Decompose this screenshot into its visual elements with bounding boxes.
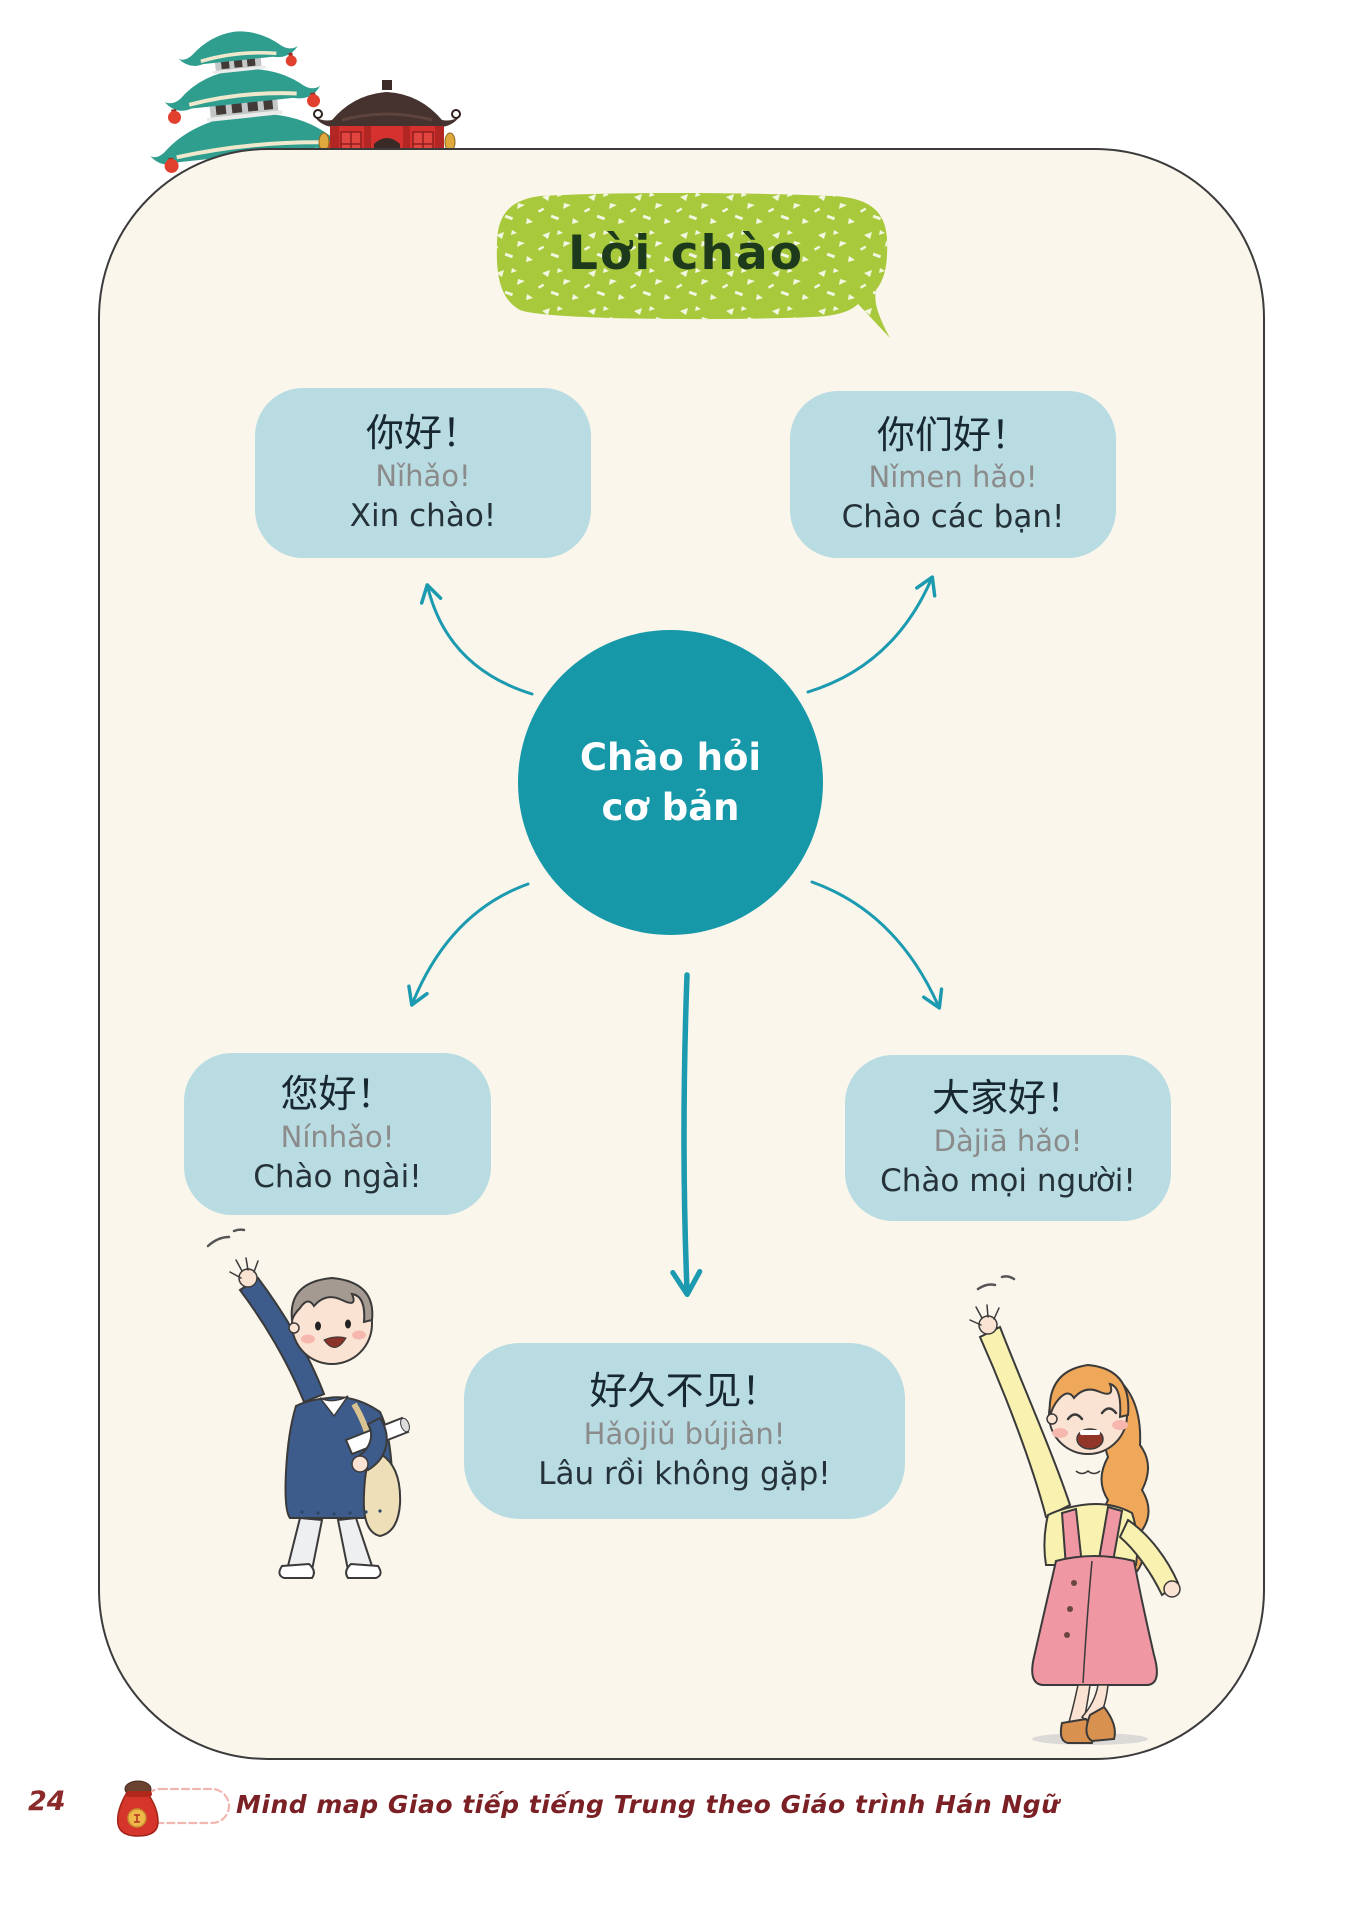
page-number: 24 (28, 1786, 66, 1817)
vietnamese-text: Xin chào! (349, 497, 497, 534)
vietnamese-text: Lâu rồi không gặp! (538, 1455, 831, 1492)
pinyin-text: Nǐhǎo! (375, 458, 471, 493)
footer-caption: Mind map Giao tiếp tiếng Trung theo Giáo… (236, 1790, 1060, 1819)
hanzi-text: 您好！ (280, 1072, 395, 1117)
vietnamese-text: Chào các bạn! (841, 499, 1065, 536)
hanzi-text: 你好！ (365, 411, 480, 456)
greeting-node-nimen-hao: 你们好！ Nǐmen hǎo! Chào các bạn! (790, 391, 1116, 558)
vietnamese-text: Chào ngài! (253, 1158, 422, 1195)
boy-raised-arm (229, 1257, 326, 1404)
page-footer: 24 Mind map Giao tiếp tiếng Trung theo G… (0, 1778, 1355, 1848)
central-topic-line1: Chào hỏi (579, 735, 762, 779)
pinyin-text: Nínhǎo! (280, 1119, 395, 1154)
title-bubble: Lời chào (490, 190, 900, 346)
vietnamese-text: Chào mọi người! (880, 1162, 1136, 1199)
greeting-node-haojiu-bujian: 好久不见！ Hǎojiǔ bújiàn! Lâu rồi không gặp! (464, 1343, 905, 1519)
pinyin-text: Hǎojiǔ bújiàn! (583, 1416, 786, 1451)
central-topic-node: Chào hỏi cơ bản (518, 630, 823, 935)
pinyin-text: Nǐmen hǎo! (868, 460, 1038, 495)
hanzi-text: 好久不见！ (589, 1369, 780, 1414)
page-title: Lời chào (567, 226, 805, 281)
pinyin-text: Dàjiā hǎo! (933, 1123, 1083, 1158)
girl-raised-arm (969, 1304, 1072, 1519)
hanzi-text: 你们好！ (876, 412, 1029, 457)
girl-waving-illustration (969, 1275, 1181, 1745)
central-topic-line2: cơ bản (601, 785, 740, 829)
greeting-node-ninhao: 您好！ Nínhǎo! Chào ngài! (184, 1053, 491, 1215)
boy-waving-illustration (206, 1228, 410, 1579)
speech-bubble-shape (496, 193, 890, 338)
hanzi-text: 大家好！ (931, 1076, 1084, 1121)
greeting-node-dajia-hao: 大家好！ Dàjiā hǎo! Chào mọi người! (845, 1055, 1171, 1221)
money-bag-icon (116, 1780, 159, 1837)
gold-lantern-icons (318, 132, 456, 152)
greeting-node-nihao: 你好！ Nǐhǎo! Xin chào! (255, 388, 591, 558)
